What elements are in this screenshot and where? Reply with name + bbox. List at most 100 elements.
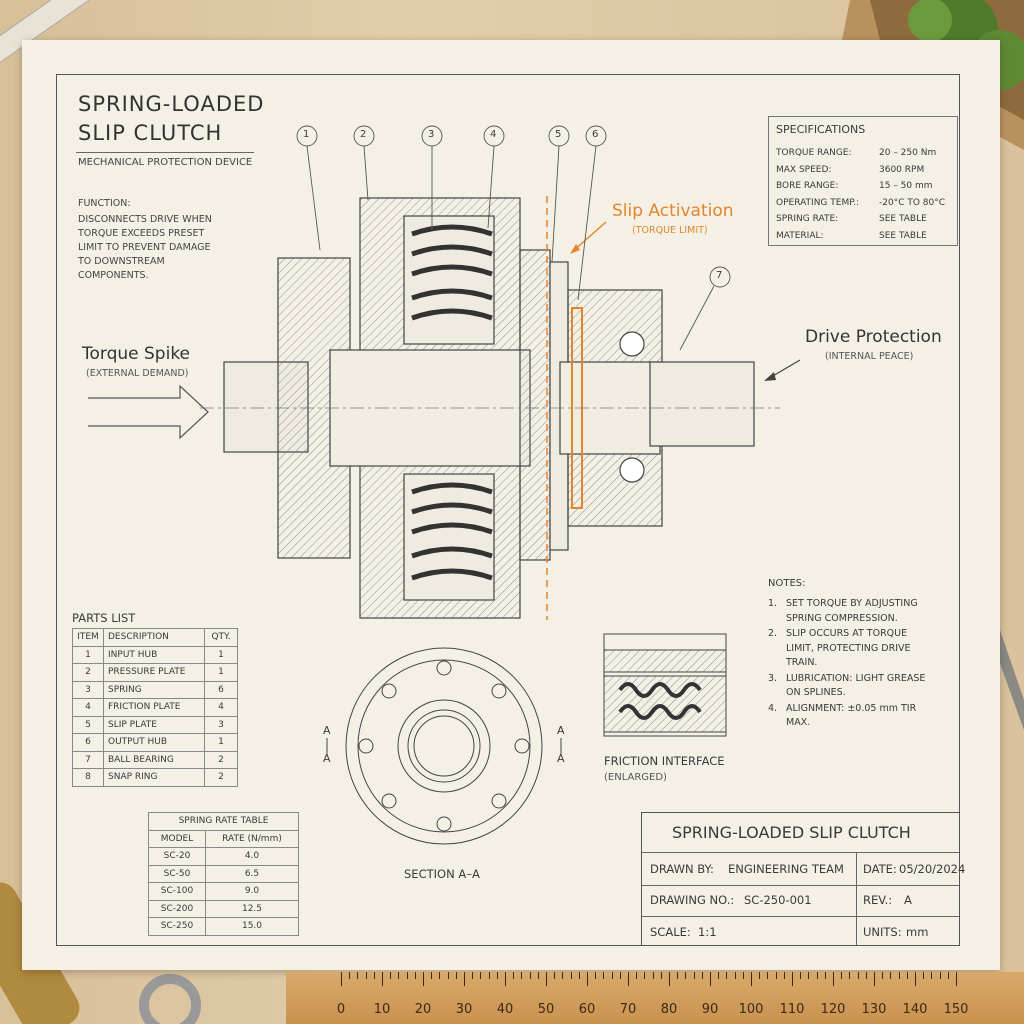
parts-cell: SLIP PLATE <box>103 715 205 734</box>
ruler-tick <box>710 972 711 986</box>
ruler-tick <box>480 972 482 979</box>
rate-table-heading: SPRING RATE TABLE <box>148 812 299 831</box>
spec-value: 20 – 250 Nm <box>879 148 937 158</box>
note-text: SET TORQUE BY ADJUSTING SPRING COMPRESSI… <box>786 598 918 624</box>
drawing-title-line1: SPRING-LOADED <box>78 92 265 116</box>
parts-cell: 2 <box>204 768 238 787</box>
section-marker-right-top: A <box>557 724 565 737</box>
rate-cell: SC-250 <box>148 917 206 936</box>
ruler-tick <box>414 972 416 979</box>
ruler-number: 20 <box>414 1002 432 1017</box>
spec-value: SEE TABLE <box>879 214 927 224</box>
spec-value: 3600 RPM <box>879 164 925 175</box>
brass-cylinder-icon <box>0 882 80 1024</box>
spec-row: SPRING RATE:SEE TABLE <box>776 211 945 228</box>
drawing-subtitle: MECHANICAL PROTECTION DEVICE <box>78 157 253 168</box>
spring-pocket-upper <box>403 215 495 345</box>
ruler-number: 10 <box>373 1002 391 1017</box>
spec-value: SEE TABLE <box>879 230 927 241</box>
rate-cell: 4.0 <box>205 847 299 866</box>
drawing-no-value: SC-250-001 <box>744 893 812 907</box>
ruler-tick <box>759 972 761 979</box>
ruler-tick <box>619 972 621 979</box>
parts-cell: 4 <box>72 698 104 717</box>
parts-list-heading: PARTS LIST <box>72 611 136 625</box>
function-heading: FUNCTION: <box>78 198 131 209</box>
rev-value: A <box>904 893 912 907</box>
parts-cell: 6 <box>72 733 104 752</box>
ring-icon <box>139 974 201 1024</box>
ruler-tick <box>849 972 851 979</box>
ruler-tick <box>808 972 810 979</box>
title-block: SPRING-LOADED SLIP CLUTCH DRAWN BY: ENGI… <box>641 812 965 946</box>
ruler-tick <box>398 972 400 979</box>
friction-interface-sublabel: (ENLARGED) <box>604 772 667 783</box>
parts-header-cell: QTY. <box>204 628 238 647</box>
ruler-tick <box>956 972 957 986</box>
ruler-tick <box>447 972 449 979</box>
ruler-tick <box>628 972 629 986</box>
ruler-tick <box>734 972 736 979</box>
ruler-tick <box>816 972 818 979</box>
drawn-by-value: ENGINEERING TEAM <box>728 862 844 876</box>
rate-cell: 6.5 <box>205 864 299 883</box>
ruler-tick <box>824 972 826 979</box>
section-marker-left-top: A <box>323 724 331 737</box>
parts-cell: 1 <box>72 645 104 664</box>
output-shaft <box>649 361 755 447</box>
parts-cell: INPUT HUB <box>103 645 205 664</box>
ruler-number: 120 <box>820 1002 846 1017</box>
bearing-lower <box>619 457 645 483</box>
parts-cell: 1 <box>204 663 238 682</box>
section-markers <box>326 738 562 754</box>
spec-value: 15 – 50 mm <box>879 181 933 191</box>
ruler-tick <box>636 972 638 979</box>
ruler-tick <box>882 972 884 979</box>
balloon-1: 1 <box>303 129 310 140</box>
balloon-6: 6 <box>592 129 599 140</box>
ruler-tick <box>431 972 433 979</box>
ruler-tick <box>931 972 933 979</box>
spec-row: MAX SPEED:3600 RPM <box>776 162 945 179</box>
slip-activation-label: Slip Activation <box>612 201 734 221</box>
rate-cell: 9.0 <box>205 882 299 901</box>
units-value: mm <box>906 925 929 939</box>
ruler-tick <box>406 972 408 979</box>
parts-cell: BALL BEARING <box>103 750 205 769</box>
ruler-tick <box>652 972 654 979</box>
ruler-tick <box>357 972 359 979</box>
ruler-tick <box>751 972 752 986</box>
ruler-number: 0 <box>336 1002 346 1017</box>
ruler-tick <box>570 972 572 979</box>
section-a-a-label: SECTION A–A <box>404 867 480 881</box>
balloon-group <box>296 125 731 351</box>
ruler-tick <box>865 972 867 979</box>
date-label: DATE: <box>863 862 897 876</box>
ruler-tick <box>841 972 843 979</box>
ruler-tick <box>562 972 564 979</box>
ruler-tick <box>939 972 941 979</box>
ruler-tick <box>521 972 523 979</box>
ruler-tick <box>947 972 949 979</box>
parts-cell: 2 <box>72 663 104 682</box>
units-label: UNITS: <box>863 925 902 939</box>
parts-cell: SPRING <box>103 680 205 699</box>
ruler-tick <box>742 972 744 979</box>
parts-cell: 6 <box>204 680 238 699</box>
parts-cell: 1 <box>204 645 238 664</box>
spec-row: BORE RANGE:15 – 50 mm <box>776 178 945 195</box>
ruler-number: 60 <box>578 1002 596 1017</box>
ruler-tick <box>390 972 392 979</box>
spec-row: MATERIAL:SEE TABLE <box>776 228 945 245</box>
parts-header-cell: ITEM <box>72 628 104 647</box>
ruler-tick <box>898 972 900 979</box>
ruler-number: 30 <box>455 1002 473 1017</box>
